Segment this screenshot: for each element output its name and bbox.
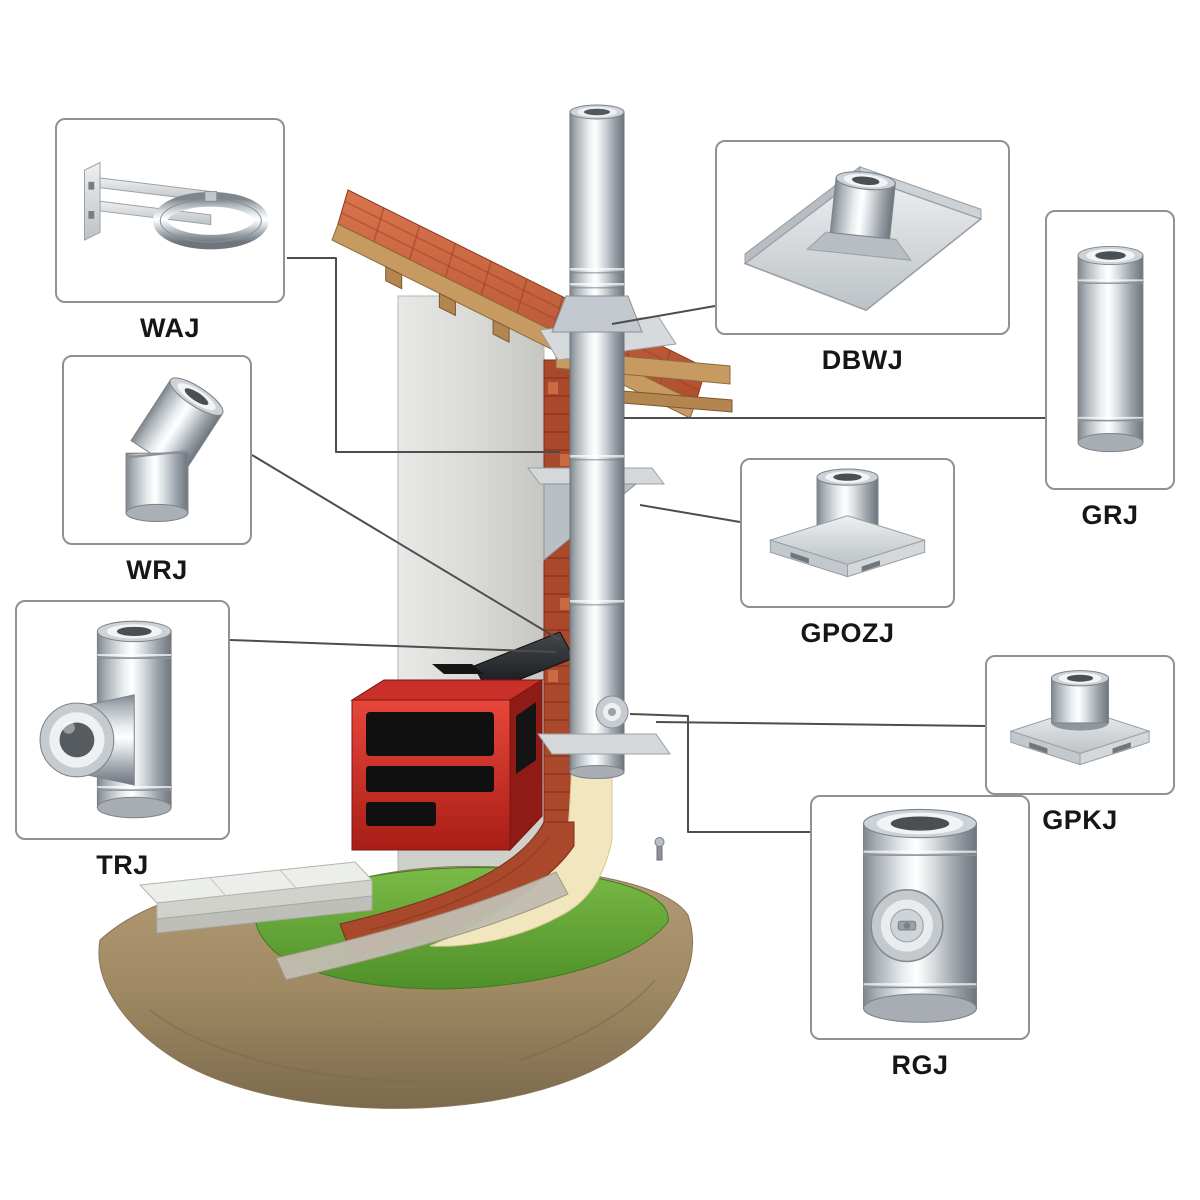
part-label-waj: WAJ [139, 313, 200, 343]
callout-box-wrj [62, 355, 252, 545]
gravel-strip [275, 871, 569, 981]
callout-box-gpkj [985, 655, 1175, 795]
part-label-gpkj: GPKJ [1042, 805, 1118, 835]
callout-box-gpozj [740, 458, 955, 608]
callout-waj: WAJ [55, 118, 285, 344]
part-label-grj: GRJ [1081, 500, 1139, 530]
wall-bracket-icon [84, 161, 269, 249]
base-plate-icon [1009, 670, 1151, 766]
boiler-handle [432, 664, 484, 674]
part-label-wrj: WRJ [126, 555, 188, 585]
tee-piece-icon [39, 620, 172, 818]
callout-box-rgj [810, 795, 1030, 1040]
storm-collar [551, 295, 643, 333]
part-label-rgj: RGJ [891, 1050, 949, 1080]
flue-pipe [569, 104, 625, 779]
callout-dbwj: DBWJ [715, 140, 1010, 376]
callout-box-trj [15, 600, 230, 840]
callout-gpkj: GPKJ [985, 655, 1175, 836]
roof-flashing-icon [742, 165, 983, 311]
base-plate-scene [537, 733, 671, 755]
elbow-45-icon [125, 377, 224, 523]
inspection-cap-scene [595, 695, 629, 729]
callout-box-grj [1045, 210, 1175, 490]
intermediate-support-plate-icon [768, 468, 927, 578]
part-label-trj: TRJ [96, 850, 149, 880]
callout-trj: TRJ [15, 600, 230, 881]
callout-wrj: WRJ [62, 355, 252, 586]
pipe-joint-rings [570, 268, 624, 606]
straight-pipe-icon [1077, 245, 1143, 453]
callout-gpozj: GPOZJ [740, 458, 955, 649]
boiler [350, 664, 544, 852]
callout-box-waj [55, 118, 285, 303]
inspection-pipe-icon [863, 808, 977, 1023]
callout-box-dbwj [715, 140, 1010, 335]
faucet [654, 837, 665, 861]
callout-rgj: RGJ [810, 795, 1030, 1081]
boiler-door [366, 712, 494, 756]
part-label-dbwj: DBWJ [821, 345, 904, 375]
foundation-slab [138, 861, 374, 934]
callout-grj: GRJ [1045, 210, 1175, 531]
part-label-gpozj: GPOZJ [800, 618, 895, 648]
